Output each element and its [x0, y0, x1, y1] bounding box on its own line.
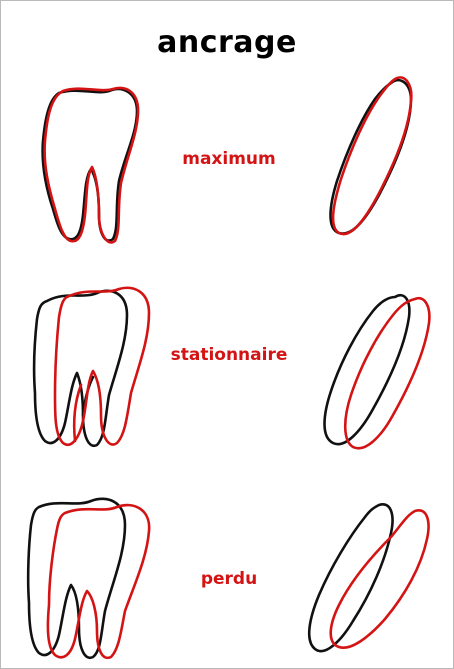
incisor-stationnaire — [325, 295, 430, 448]
molar-perdu-final-outline — [48, 505, 149, 658]
molar-stationnaire-initial-outline — [34, 291, 127, 446]
incisor-perdu — [309, 504, 428, 651]
molar-maximum — [43, 88, 138, 242]
incisor-perdu-initial-outline — [309, 504, 392, 651]
incisor-stationnaire-final-outline — [345, 298, 429, 448]
molar-stationnaire-final-outline — [55, 288, 149, 445]
incisor-maximum-initial-outline — [331, 80, 412, 233]
molar-stationnaire — [34, 288, 149, 446]
incisor-maximum — [331, 77, 412, 234]
incisor-perdu-final-outline — [331, 510, 429, 647]
molar-perdu — [28, 499, 149, 658]
incisor-stationnaire-initial-outline — [325, 295, 410, 444]
